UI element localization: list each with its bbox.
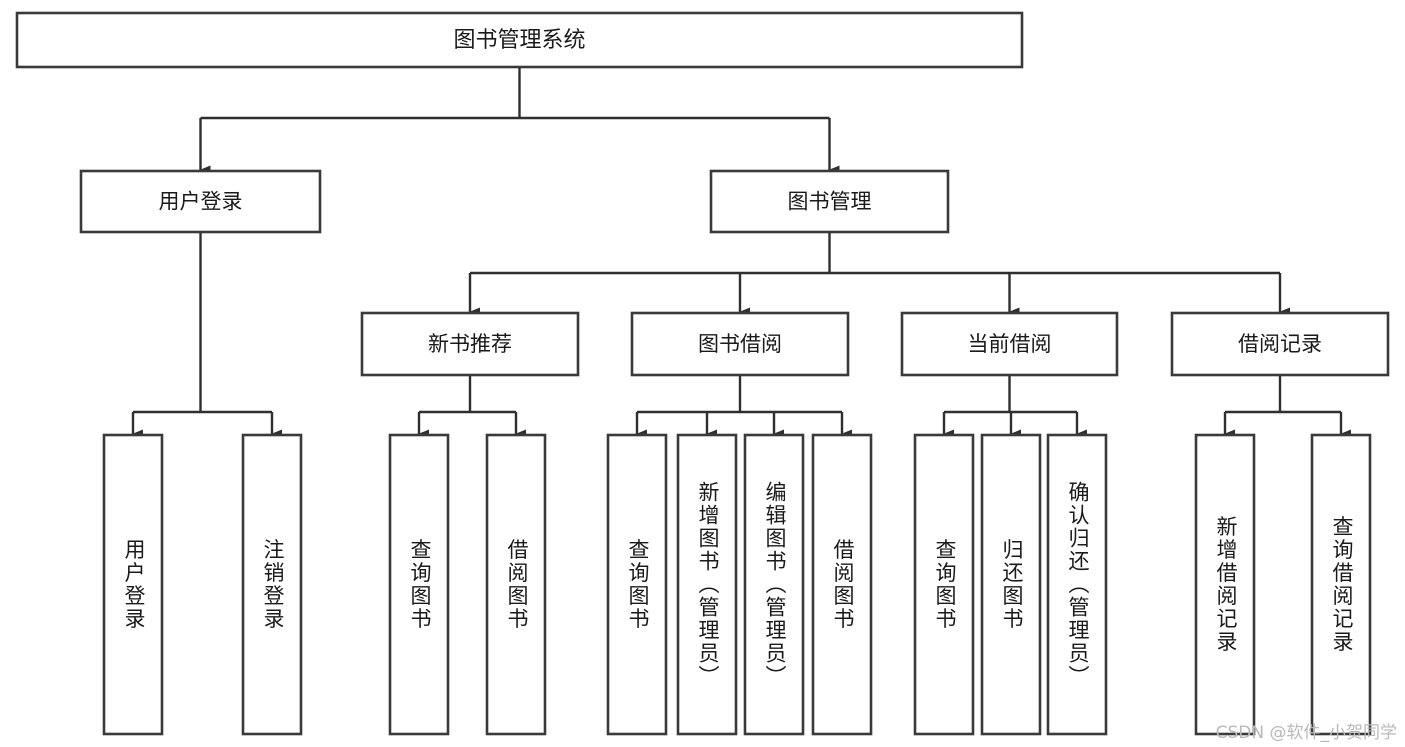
node-box-leaf-return-book [980, 433, 1042, 736]
node-label-leaf-add-borrow-record: 新增借阅记录 [1214, 516, 1238, 654]
node-label-book-management: 图书管理 [788, 190, 872, 214]
node-box-leaf-logout-login [241, 433, 303, 736]
node-leaf-query-book-current[interactable]: 查询图书 [913, 433, 975, 736]
node-leaf-borrow-book[interactable]: 借阅图书 [811, 433, 873, 736]
node-box-leaf-add-book-admin [676, 433, 738, 736]
node-box-user-login [79, 169, 322, 234]
node-borrow-record[interactable]: 借阅记录 [1170, 311, 1390, 377]
node-leaf-confirm-return-admin[interactable]: 确认归还（管理员） [1046, 433, 1108, 736]
node-label-leaf-borrow-book-recommend: 借阅图书 [505, 539, 529, 631]
node-box-borrow-record [1170, 311, 1390, 377]
node-label-new-book-recommend: 新书推荐 [428, 332, 512, 356]
node-box-leaf-edit-book-admin [743, 433, 805, 736]
node-label-leaf-query-book-borrow: 查询图书 [626, 539, 650, 631]
node-label-current-borrow: 当前借阅 [968, 332, 1052, 356]
node-book-management[interactable]: 图书管理 [709, 169, 950, 234]
nodes-layer: 图书管理系统用户登录图书管理新书推荐图书借阅当前借阅借阅记录用户登录注销登录查询… [15, 11, 1390, 736]
node-label-leaf-user-login: 用户登录 [122, 539, 146, 631]
node-label-root: 图书管理系统 [453, 28, 585, 53]
node-box-leaf-user-login [102, 433, 164, 736]
node-label-book-borrow: 图书借阅 [698, 332, 782, 356]
node-book-borrow[interactable]: 图书借阅 [630, 311, 850, 377]
node-leaf-add-book-admin[interactable]: 新增图书（管理员） [676, 433, 738, 736]
node-leaf-query-borrow-record[interactable]: 查询借阅记录 [1310, 433, 1372, 736]
node-box-leaf-borrow-book-recommend [485, 433, 547, 736]
node-box-leaf-query-book-current [913, 433, 975, 736]
node-label-leaf-borrow-book: 借阅图书 [831, 539, 855, 631]
node-label-leaf-return-book: 归还图书 [1000, 539, 1024, 631]
node-box-leaf-query-book-recommend [388, 433, 450, 736]
node-label-leaf-confirm-return-admin: 确认归还（管理员） [1066, 481, 1090, 688]
node-user-login[interactable]: 用户登录 [79, 169, 322, 234]
edges-layer [131, 67, 1351, 439]
node-label-leaf-query-book-recommend: 查询图书 [408, 539, 432, 631]
node-label-leaf-add-book-admin: 新增图书（管理员） [696, 481, 720, 688]
node-leaf-query-book-recommend[interactable]: 查询图书 [388, 433, 450, 736]
node-box-leaf-query-borrow-record [1310, 433, 1372, 736]
node-leaf-return-book[interactable]: 归还图书 [980, 433, 1042, 736]
node-box-leaf-add-borrow-record [1194, 433, 1256, 736]
node-leaf-user-login[interactable]: 用户登录 [102, 433, 164, 736]
node-leaf-logout-login[interactable]: 注销登录 [241, 433, 303, 736]
node-label-borrow-record: 借阅记录 [1238, 332, 1322, 356]
node-leaf-borrow-book-recommend[interactable]: 借阅图书 [485, 433, 547, 736]
node-box-leaf-query-book-borrow [606, 433, 668, 736]
node-root[interactable]: 图书管理系统 [15, 11, 1024, 69]
node-box-leaf-confirm-return-admin [1046, 433, 1108, 736]
node-leaf-add-borrow-record[interactable]: 新增借阅记录 [1194, 433, 1256, 736]
node-label-leaf-logout-login: 注销登录 [261, 539, 285, 631]
node-label-leaf-query-book-current: 查询图书 [933, 539, 957, 631]
node-box-leaf-borrow-book [811, 433, 873, 736]
node-box-book-management [709, 169, 950, 234]
node-label-user-login: 用户登录 [159, 190, 243, 214]
node-box-current-borrow [900, 311, 1119, 377]
node-label-leaf-query-borrow-record: 查询借阅记录 [1330, 516, 1354, 654]
node-leaf-edit-book-admin[interactable]: 编辑图书（管理员） [743, 433, 805, 736]
node-current-borrow[interactable]: 当前借阅 [900, 311, 1119, 377]
node-leaf-query-book-borrow[interactable]: 查询图书 [606, 433, 668, 736]
node-new-book-recommend[interactable]: 新书推荐 [360, 311, 580, 377]
node-box-book-borrow [630, 311, 850, 377]
node-label-leaf-edit-book-admin: 编辑图书（管理员） [763, 481, 787, 688]
node-box-root [15, 11, 1024, 69]
node-box-new-book-recommend [360, 311, 580, 377]
